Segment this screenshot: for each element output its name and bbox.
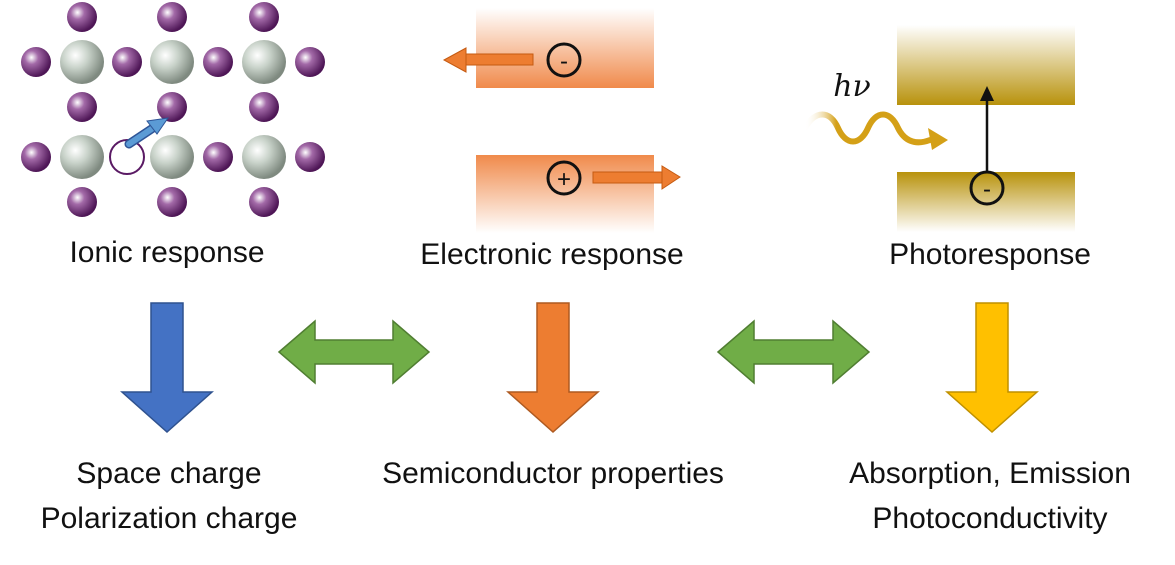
anion xyxy=(203,142,233,172)
ionic-response-label: Ionic response xyxy=(69,236,264,269)
anion xyxy=(112,47,142,77)
anion xyxy=(203,47,233,77)
photo-electron-symbol: - xyxy=(983,176,991,203)
electron-symbol: - xyxy=(560,48,568,75)
electronic-down-arrow xyxy=(506,302,600,434)
anion xyxy=(21,142,51,172)
anion xyxy=(295,47,325,77)
ionic-electronic-coupling-arrow xyxy=(277,319,431,385)
photo-electron-charge: - xyxy=(969,170,1005,206)
ionic-lattice xyxy=(21,2,325,217)
electron-drift-arrow xyxy=(442,47,534,73)
ionic-outcome-line-2: Polarization charge xyxy=(41,502,298,535)
hole-charge: + xyxy=(546,160,582,196)
photon-wave xyxy=(802,111,948,150)
excitation-arrow xyxy=(980,86,994,172)
photo-valence-band xyxy=(897,172,1075,232)
electronic-response-label: Electronic response xyxy=(420,238,683,271)
hole-drift-arrow xyxy=(592,165,681,190)
anion xyxy=(249,187,279,217)
electronic-bands xyxy=(476,8,654,233)
anion xyxy=(21,47,51,77)
anion xyxy=(67,187,97,217)
ionic-outcome-line-1: Space charge xyxy=(76,457,261,490)
photon-energy-label: hν xyxy=(833,69,871,104)
cation xyxy=(242,40,286,84)
photoresponse-label: Photoresponse xyxy=(889,238,1091,271)
cation xyxy=(60,135,104,179)
cation xyxy=(60,40,104,84)
anion xyxy=(249,2,279,32)
cation xyxy=(150,135,194,179)
ion-migration-arrow xyxy=(124,117,170,149)
anion xyxy=(157,187,187,217)
anion xyxy=(157,2,187,32)
photo-down-arrow xyxy=(945,302,1039,434)
photo-outcome-line-1: Absorption, Emission xyxy=(849,457,1131,490)
electron-charge: - xyxy=(546,42,582,78)
anion xyxy=(295,142,325,172)
anion xyxy=(67,92,97,122)
cation xyxy=(242,135,286,179)
electronic-photo-coupling-arrow xyxy=(716,319,871,385)
anion xyxy=(249,92,279,122)
photo-outcome-line-2: Photoconductivity xyxy=(872,502,1107,535)
anion xyxy=(67,2,97,32)
electronic-outcome-line-1: Semiconductor properties xyxy=(382,457,724,490)
cation xyxy=(150,40,194,84)
anion xyxy=(157,92,187,122)
hole-symbol: + xyxy=(557,166,571,193)
ionic-down-arrow xyxy=(120,302,214,434)
